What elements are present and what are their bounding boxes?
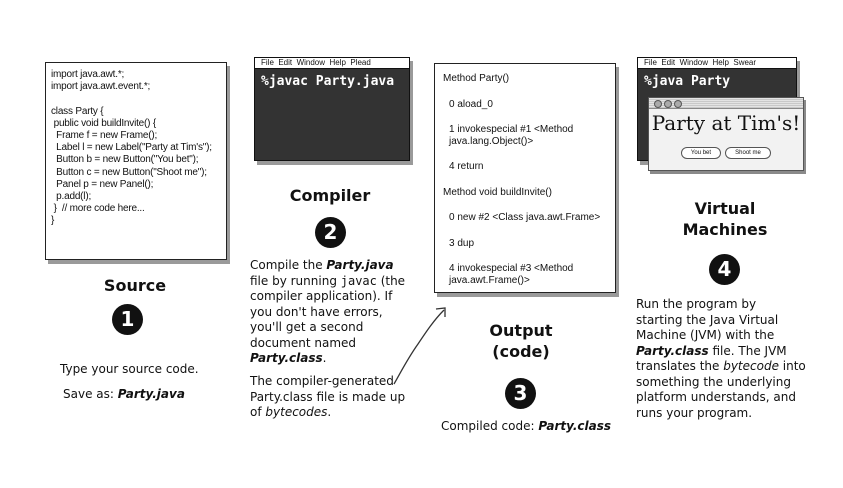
bytecode-note-text: The compiler-generated Party.class file … — [250, 374, 406, 419]
step-1-badge: 1 — [112, 304, 143, 335]
vm-heading: Virtual Machines — [682, 199, 768, 239]
javac-command: %javac Party.java — [261, 74, 395, 89]
code-line: } — [51, 215, 55, 227]
vm-text: into something the underlying platform u… — [636, 359, 806, 420]
compiler-class-file: Party.class — [250, 351, 323, 365]
vm-description: Run the program by starting the Java Vir… — [636, 297, 806, 421]
javac-keyword: javac — [340, 273, 377, 288]
step-2-badge: 2 — [315, 217, 346, 248]
compiler-text: Compile the — [250, 258, 327, 272]
bytecode-line: Method Party() — [443, 73, 510, 84]
source-code-sheet: import java.awt.*;import java.awt.event.… — [45, 62, 227, 260]
bytecode-line: 1 invokespecial #1 <Method java.lang.Obj… — [449, 124, 574, 147]
jvm-menubar: File Edit Window Help Swear — [638, 58, 796, 69]
compiler-file: Party.java — [326, 258, 394, 272]
compile-arrow-icon — [393, 307, 446, 385]
maximize-icon — [674, 100, 682, 108]
code-line: Button b = new Button("You bet"); — [51, 154, 199, 166]
bytecode-term: bytecode — [723, 359, 779, 373]
bytecode-note-text: . — [327, 405, 332, 419]
output-caption: Compiled code: Party.class — [441, 419, 631, 435]
source-description: Type your source code. — [60, 362, 199, 376]
compiler-terminal: File Edit Window Help Plead %javac Party… — [254, 57, 410, 161]
compiler-text: file by running — [250, 273, 341, 288]
compiler-heading: Compiler — [289, 186, 371, 205]
minimize-icon — [664, 100, 672, 108]
compiler-menubar: File Edit Window Help Plead — [255, 58, 409, 69]
code-line: Label l = new Label("Party at Tim's"); — [51, 142, 212, 154]
code-line: Panel p = new Panel(); — [51, 178, 154, 190]
compiler-text: (the compiler application). If you don't… — [250, 273, 406, 350]
code-line: public void buildInvite() { — [51, 117, 157, 129]
code-line — [51, 93, 226, 105]
compiler-text: . — [322, 351, 327, 365]
code-line: Frame f = new Frame(); — [51, 130, 158, 142]
output-heading: Output (code) — [489, 321, 553, 361]
source-code: import java.awt.*;import java.awt.event.… — [51, 69, 226, 228]
code-line: Button c = new Button("Shoot me"); — [51, 166, 207, 178]
code-line: import java.awt.*; — [51, 69, 125, 80]
vm-text: file. The JVM translates the — [636, 343, 787, 374]
source-heading: Source — [103, 276, 167, 295]
output-caption-file: Party.class — [538, 419, 611, 433]
vm-class-file: Party.class — [636, 343, 709, 358]
bytecodes-term: bytecodes — [265, 405, 328, 419]
code-line: } // more code here... — [51, 203, 145, 215]
bytecode-line: Method void buildInvite() — [443, 186, 552, 198]
bytecode-listing: Method Party() 0 aload_0 1 invokespecial #… — [443, 73, 609, 286]
close-icon — [654, 100, 662, 108]
compiler-bytecode-note: The compiler-generated Party.class file … — [250, 374, 408, 421]
code-line: import java.awt.event.*; — [51, 81, 151, 93]
vm-text: Run the program by starting the Java Vir… — [636, 297, 779, 342]
compiler-description: Compile the Party.java file by running j… — [250, 258, 408, 367]
save-as-file: Party.java — [117, 387, 185, 401]
bytecode-line: 4 invokespecial #3 <Method java.awt.Fram… — [449, 263, 574, 286]
code-line: class Party { — [51, 105, 104, 117]
you-bet-button[interactable]: You bet — [681, 147, 721, 159]
bytecode-sheet: Method Party() 0 aload_0 1 invokespecial #… — [434, 63, 616, 293]
bytecode-line: 0 new #2 <Class java.awt.Frame> — [449, 212, 601, 223]
bytecode-line: 0 aload_0 — [449, 98, 493, 110]
bytecode-line: 4 return — [449, 161, 484, 172]
party-label: Party at Tim's! — [651, 111, 801, 135]
source-save-as: Save as: Party.java — [63, 387, 253, 403]
code-line: p.add(l); — [51, 191, 92, 203]
party-app-window: Party at Tim's! You bet Shoot me — [648, 97, 804, 171]
output-caption-label: Compiled code: — [441, 419, 539, 433]
step-3-badge: 3 — [505, 378, 536, 409]
bytecode-line: 3 dup — [449, 237, 475, 249]
step-4-badge: 4 — [709, 254, 740, 285]
save-as-label: Save as: — [63, 387, 118, 401]
window-titlebar — [649, 98, 803, 109]
java-command: %java Party — [644, 74, 731, 89]
shoot-me-button[interactable]: Shoot me — [725, 147, 771, 159]
